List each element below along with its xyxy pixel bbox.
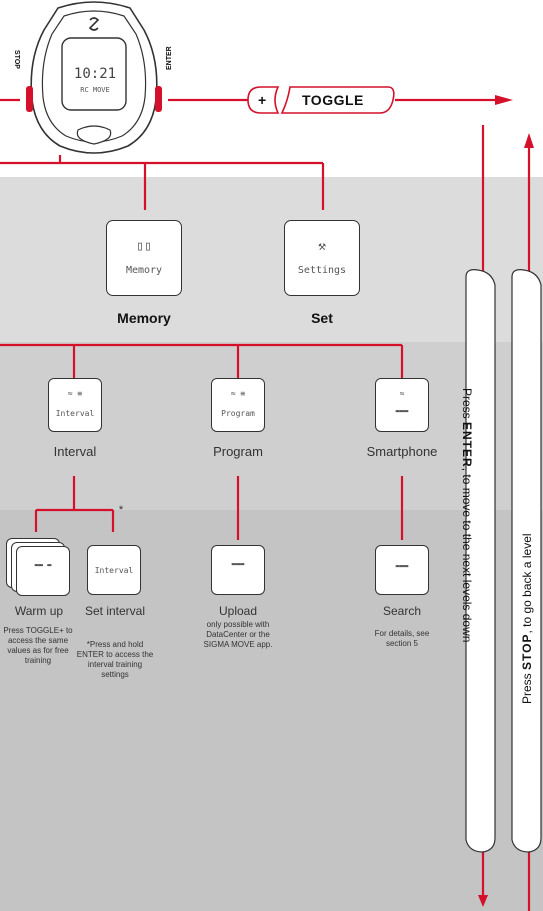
warmup-label: Warm up xyxy=(14,604,64,618)
upload-screen: ▬▬▬ xyxy=(211,545,265,595)
stop-button-label: STOP xyxy=(13,50,20,69)
settings-screen: ⚒ Settings xyxy=(284,220,360,296)
interval-screen: ≈ ≡ Interval xyxy=(48,378,102,432)
watch-mode: RC MOVE xyxy=(80,86,110,94)
enter-instruction: Press ENTER, to move to the next levels … xyxy=(460,388,474,642)
stop-instruction: Press STOP, to go back a level xyxy=(520,533,534,704)
program-screen-title: Program xyxy=(221,409,255,418)
smartphone-screen-lines: ▬▬▬ xyxy=(395,407,409,415)
stop-instruction-key: STOP xyxy=(520,633,534,670)
level-1-band xyxy=(0,177,543,342)
set-interval-note: *Press and hold ENTER to access the inte… xyxy=(76,640,154,679)
interval-screen-title: Interval xyxy=(55,409,95,418)
enter-instruction-prefix: Press xyxy=(460,388,474,423)
program-label: Program xyxy=(213,444,263,459)
program-screen: ≈ ≡ Program xyxy=(211,378,265,432)
settings-screen-title: Settings xyxy=(297,265,347,276)
memory-screen-title: Memory xyxy=(125,265,163,276)
search-note: For details, see section 5 xyxy=(374,629,430,648)
interval-icon: ≈ ≡ xyxy=(67,389,83,398)
warmup-screen: ▬▬ ▬ xyxy=(16,546,70,596)
stop-instruction-suffix: , to go back a level xyxy=(520,533,534,634)
enter-instruction-key: ENTER xyxy=(460,422,474,468)
interval-label: Interval xyxy=(53,444,97,459)
set-label: Set xyxy=(311,310,333,326)
search-screen: ▬▬▬ xyxy=(375,545,429,595)
warmup-screen-lines: ▬▬ ▬ xyxy=(34,561,52,569)
watch-illustration xyxy=(26,1,162,154)
enter-button-label: ENTER xyxy=(166,46,173,70)
program-icon: ≈ ≡ xyxy=(230,389,246,398)
toggle-plus: + xyxy=(258,92,267,108)
enter-instruction-suffix: , to move to the next levels down xyxy=(460,467,474,643)
toggle-label: TOGGLE xyxy=(302,92,364,108)
asterisk-marker: * xyxy=(118,504,124,516)
smartphone-screen: ≈ ▬▬▬ xyxy=(375,378,429,432)
smartphone-label: Smartphone xyxy=(366,444,438,459)
search-screen-lines: ▬▬▬ xyxy=(395,562,409,570)
memory-label: Memory xyxy=(117,310,171,326)
stop-instruction-prefix: Press xyxy=(520,669,534,704)
upload-note: only possible with DataCenter or the SIG… xyxy=(203,620,273,649)
wrench-icon: ⚒ xyxy=(318,239,326,254)
watch-time: 10:21 xyxy=(73,66,117,82)
smartphone-icon: ≈ xyxy=(399,389,405,398)
set-interval-screen-title: Interval xyxy=(94,566,134,575)
upload-label: Upload xyxy=(218,604,258,618)
search-label: Search xyxy=(382,604,422,618)
set-interval-screen: Interval xyxy=(87,545,141,595)
set-interval-label: Set interval xyxy=(84,604,146,618)
memory-icon: ▯▯ xyxy=(136,239,152,254)
upload-screen-lines: ▬▬▬ xyxy=(231,560,245,568)
warmup-note: Press TOGGLE+ to access the same values … xyxy=(3,626,73,665)
memory-screen: ▯▯ Memory xyxy=(106,220,182,296)
